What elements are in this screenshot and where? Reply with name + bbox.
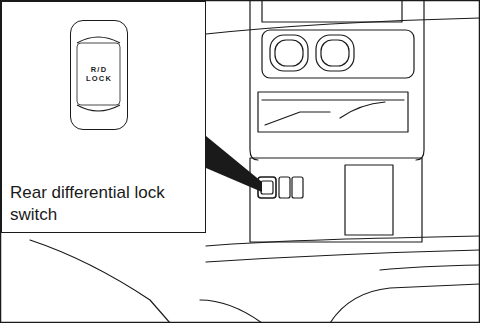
switch-symbol [292, 177, 303, 198]
storage-tray [258, 92, 408, 132]
door-trim [30, 240, 170, 323]
center-stack-left [250, 0, 258, 160]
tray-detail [262, 100, 404, 125]
air-vent [270, 35, 308, 71]
air-vent [321, 40, 349, 66]
blank-plate [345, 165, 393, 235]
console-lid [380, 265, 480, 270]
switch-face [77, 43, 120, 105]
dashboard-top-edge [206, 18, 480, 34]
switch-symbol [279, 177, 290, 198]
switch-button: R/D LOCK [70, 20, 128, 130]
switch-legend: R/D LOCK [84, 65, 114, 84]
seat-outline [200, 300, 262, 323]
air-vent [275, 40, 303, 66]
lower-panel [250, 158, 422, 242]
callout-wedge [206, 136, 262, 192]
switch-contour [77, 37, 120, 43]
center-stack-right [416, 0, 424, 160]
vent-panel [262, 30, 414, 78]
switch-contour [77, 105, 120, 111]
inset-box: Rear differential lock switch R/D LOCK [1, 1, 206, 233]
part-label: Rear differential lock switch [10, 182, 200, 226]
console-edge [206, 236, 480, 246]
console-edge [206, 250, 480, 262]
air-vent [316, 35, 354, 71]
seat-outline [330, 284, 480, 323]
switch-symbol [261, 181, 273, 194]
display-panel [262, 0, 402, 22]
